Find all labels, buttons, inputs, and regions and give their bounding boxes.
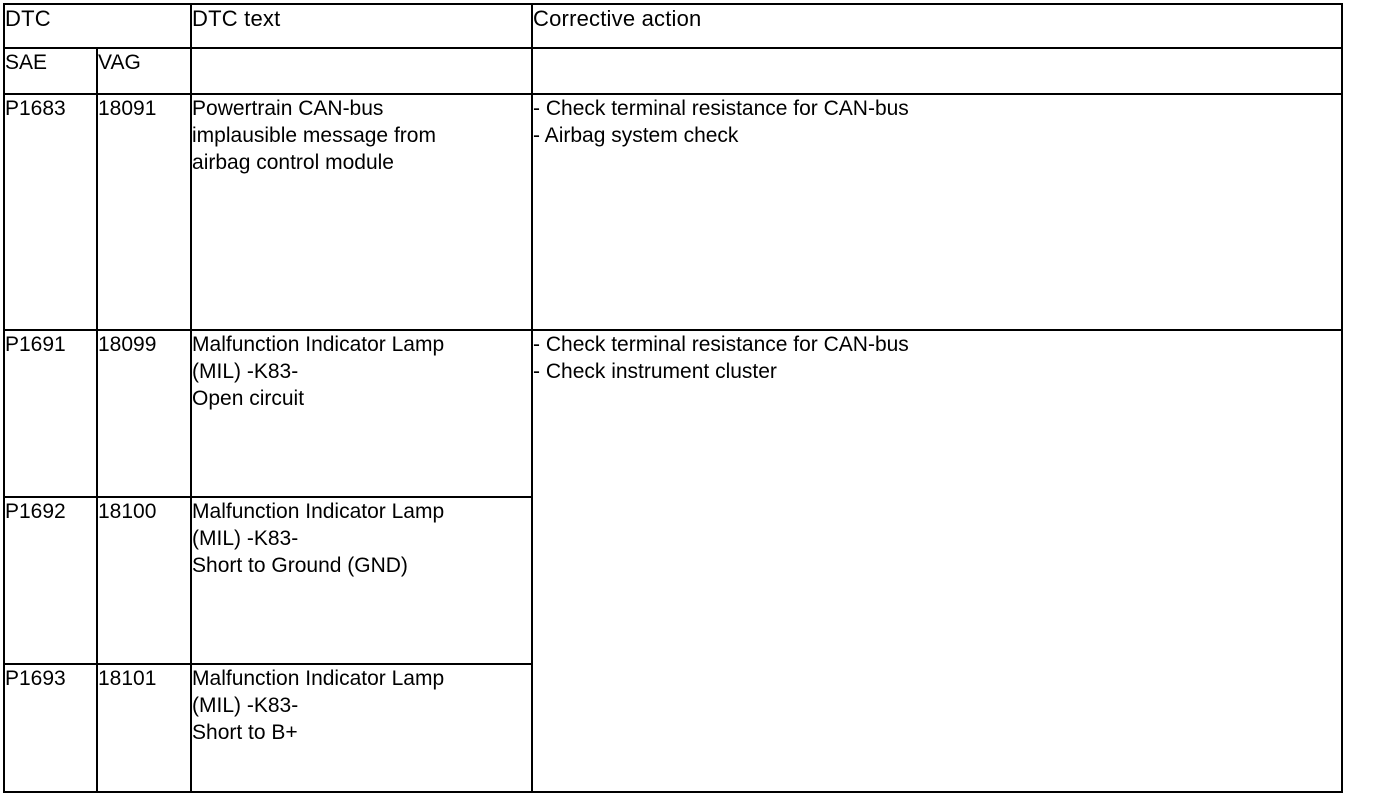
- dtc-text-line: Powertrain CAN-bus: [192, 97, 384, 120]
- dtc-fault-code-table: DTC DTC text Corrective action SAE VAG P…: [2, 3, 1344, 793]
- header-corrective-action: Corrective action: [531, 3, 1344, 49]
- cell-sae-code: P1691: [3, 329, 98, 498]
- header-dtc-group: DTC: [2, 3, 193, 49]
- document-page: DTC DTC text Corrective action SAE VAG P…: [2, 3, 1344, 793]
- dtc-text-line: Short to Ground (GND): [192, 554, 408, 577]
- cell-vag-code: 18091: [95, 93, 193, 331]
- header-sae: SAE: [3, 47, 98, 95]
- dtc-text-line: implausible message from: [192, 124, 436, 147]
- header-corrective-action-blank: [531, 47, 1344, 95]
- dtc-text-line: Open circuit: [192, 387, 305, 410]
- table-header-row-primary: DTC DTC text Corrective action: [2, 3, 1344, 49]
- table-row: P1683 18091 Powertrain CAN-bus implausib…: [3, 93, 1344, 331]
- cell-sae-code: P1692: [3, 496, 98, 665]
- corrective-action-item: - Check terminal resistance for CAN-bus: [533, 97, 909, 120]
- header-dtc-text: DTC text: [190, 3, 534, 49]
- table-header-row-secondary: SAE VAG: [3, 47, 1344, 95]
- cell-vag-code: 18101: [95, 663, 193, 793]
- dtc-text-line: (MIL) -K83-: [192, 694, 299, 717]
- table-row: P1691 18099 Malfunction Indicator Lamp (…: [3, 329, 1344, 793]
- cell-sae-code: P1693: [3, 663, 98, 793]
- cell-sae-code: P1683: [3, 93, 98, 331]
- cell-corrective-action: - Check terminal resistance for CAN-bus …: [531, 93, 1344, 331]
- dtc-text-line: Short to B+: [192, 721, 298, 744]
- cell-dtc-text: Powertrain CAN-bus implausible message f…: [190, 93, 534, 331]
- dtc-text-line: Malfunction Indicator Lamp: [192, 500, 445, 523]
- dtc-text-line: (MIL) -K83-: [192, 360, 299, 383]
- cell-vag-code: 18100: [95, 496, 193, 665]
- dtc-text-line: airbag control module: [192, 151, 394, 174]
- cell-dtc-text: Malfunction Indicator Lamp (MIL) -K83- S…: [190, 496, 534, 665]
- dtc-text-line: Malfunction Indicator Lamp: [192, 667, 445, 690]
- cell-dtc-text: Malfunction Indicator Lamp (MIL) -K83- O…: [190, 329, 534, 498]
- dtc-text-line: (MIL) -K83-: [192, 527, 299, 550]
- cell-dtc-text: Malfunction Indicator Lamp (MIL) -K83- S…: [190, 663, 534, 793]
- dtc-text-line: Malfunction Indicator Lamp: [192, 333, 445, 356]
- corrective-action-item: - Airbag system check: [533, 124, 739, 147]
- header-dtc-text-blank: [190, 47, 534, 95]
- table-row: P1692 18100 Malfunction Indicator Lamp (…: [3, 496, 1342, 665]
- corrective-action-item: - Check terminal resistance for CAN-bus: [533, 333, 909, 356]
- header-vag: VAG: [95, 47, 193, 95]
- cell-corrective-action-merged: - Check terminal resistance for CAN-bus …: [531, 329, 1344, 793]
- cell-vag-code: 18099: [95, 329, 193, 498]
- corrective-action-item: - Check instrument cluster: [533, 360, 777, 383]
